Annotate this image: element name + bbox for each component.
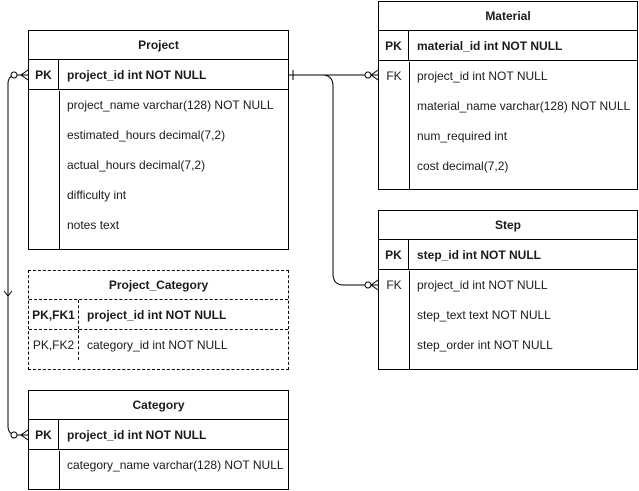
key-gutter xyxy=(29,91,60,249)
connector-project-material xyxy=(288,69,379,81)
key-label: PK,FK2 xyxy=(29,330,79,360)
field-row[interactable]: notes text xyxy=(29,210,288,240)
key-label: FK xyxy=(386,278,402,292)
field-row[interactable]: num_required int xyxy=(379,121,637,151)
field-row[interactable]: material_name varchar(128) NOT NULL xyxy=(379,91,637,121)
field-row[interactable]: cost decimal(7,2) xyxy=(379,151,637,181)
field-name: project_id int NOT NULL xyxy=(67,427,207,442)
connector-category-project-category xyxy=(7,296,28,439)
field-row[interactable]: actual_hours decimal(7,2) xyxy=(29,150,288,180)
key-label: PK xyxy=(379,240,409,269)
key-label: PK xyxy=(379,31,409,60)
field-name: estimated_hours decimal(7,2) xyxy=(67,128,226,142)
field-name: step_order int NOT NULL xyxy=(417,338,553,352)
pk-row[interactable]: PK,FK1 project_id int NOT NULL xyxy=(29,300,288,330)
entity-project-category[interactable]: Project_Category PK,FK1 project_id int N… xyxy=(28,270,289,370)
pk-row[interactable]: PK material_id int NOT NULL xyxy=(379,31,637,61)
entity-material[interactable]: Material PK material_id int NOT NULL FK … xyxy=(378,1,638,190)
field-name: material_name varchar(128) NOT NULL xyxy=(417,99,631,113)
pk-row[interactable]: PK project_id int NOT NULL xyxy=(29,420,288,450)
field-row[interactable]: project_name varchar(128) NOT NULL xyxy=(29,90,288,120)
fk-row[interactable]: FK project_id int NOT NULL xyxy=(379,61,637,91)
entity-title: Project_Category xyxy=(29,271,288,300)
key-label: PK xyxy=(29,420,59,449)
field-name: project_id int NOT NULL xyxy=(417,278,548,292)
fk-row[interactable]: FK project_id int NOT NULL xyxy=(379,270,637,300)
field-name: category_id int NOT NULL xyxy=(87,338,228,352)
field-name: num_required int xyxy=(417,129,508,143)
field-row[interactable]: category_name varchar(128) NOT NULL xyxy=(29,450,288,480)
field-name: step_text text NOT NULL xyxy=(417,308,551,322)
key-label: PK,FK1 xyxy=(29,300,79,329)
field-row[interactable]: estimated_hours decimal(7,2) xyxy=(29,120,288,150)
key-label: FK xyxy=(386,69,402,83)
entity-category[interactable]: Category PK project_id int NOT NULL cate… xyxy=(28,390,289,490)
field-name: difficulty int xyxy=(67,188,127,202)
key-label: PK xyxy=(29,60,59,89)
field-name: project_id int NOT NULL xyxy=(67,67,207,82)
pk-row[interactable]: PK step_id int NOT NULL xyxy=(379,240,637,270)
entity-project[interactable]: Project PK project_id int NOT NULL proje… xyxy=(28,30,289,250)
field-name: step_id int NOT NULL xyxy=(417,247,541,262)
field-name: category_name varchar(128) NOT NULL xyxy=(67,458,284,472)
field-name: actual_hours decimal(7,2) xyxy=(67,158,206,172)
entity-title: Project xyxy=(29,31,288,60)
entity-title: Material xyxy=(379,2,637,31)
entity-step[interactable]: Step PK step_id int NOT NULL FK project_… xyxy=(378,210,638,370)
field-name: cost decimal(7,2) xyxy=(417,159,509,173)
field-name: material_id int NOT NULL xyxy=(417,38,563,53)
entity-title: Category xyxy=(29,391,288,420)
field-row[interactable]: difficulty int xyxy=(29,180,288,210)
key-gutter xyxy=(29,451,60,489)
field-name: project_id int NOT NULL xyxy=(417,69,548,83)
field-name: project_id int NOT NULL xyxy=(87,307,227,322)
key-gutter xyxy=(379,271,410,369)
connector-project-step xyxy=(321,74,379,291)
field-row[interactable]: step_order int NOT NULL xyxy=(379,330,637,360)
pk-row[interactable]: PK project_id int NOT NULL xyxy=(29,60,288,90)
field-name: project_name varchar(128) NOT NULL xyxy=(67,98,274,112)
connector-project-project-category xyxy=(3,71,28,297)
field-row[interactable]: step_text text NOT NULL xyxy=(379,300,637,330)
key-gutter xyxy=(379,62,410,189)
entity-title: Step xyxy=(379,211,637,240)
pk-row[interactable]: PK,FK2 category_id int NOT NULL xyxy=(29,330,288,360)
field-name: notes text xyxy=(67,218,120,232)
